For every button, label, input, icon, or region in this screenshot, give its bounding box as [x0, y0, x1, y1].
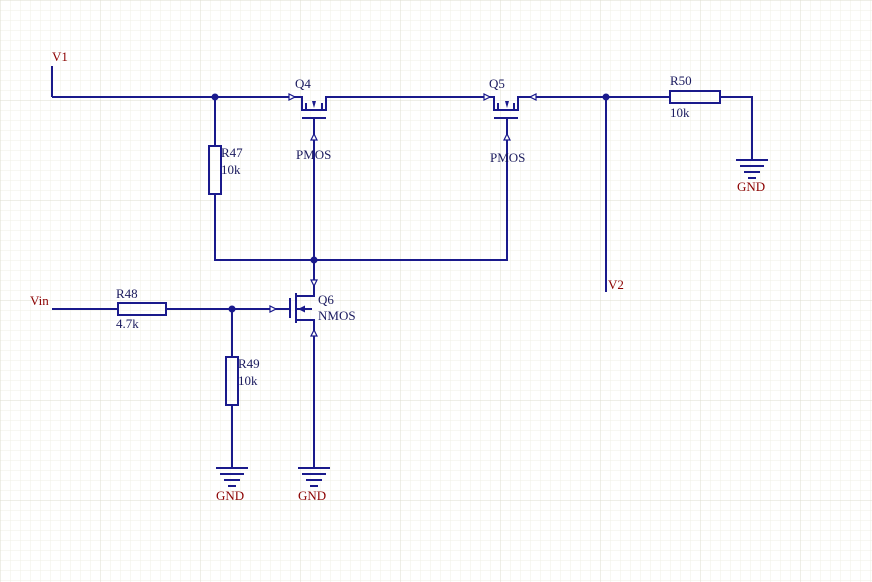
ground-icon: [298, 467, 330, 487]
q4-source-arrow-icon: [288, 93, 297, 101]
junction-v2: [602, 93, 610, 101]
ground-r49: GND: [216, 467, 248, 503]
ground-r50: GND: [736, 159, 768, 194]
resistor-r50: R50 10k: [669, 73, 721, 120]
net-label-v2: V2: [608, 277, 624, 292]
r48-ref: R48: [116, 286, 138, 301]
q5-source-arrow-icon: [528, 93, 537, 101]
wires: [51, 66, 753, 468]
junction-r48-r49: [228, 305, 236, 313]
r50-ref: R50: [670, 73, 692, 88]
q5-ref: Q5: [489, 76, 505, 91]
gnd-label-r50: GND: [737, 179, 765, 194]
q6-drain-arrow-icon: [310, 279, 318, 288]
q6-ref: Q6: [318, 292, 334, 307]
r49-value: 10k: [238, 373, 258, 388]
gnd-label-r49: GND: [216, 488, 244, 503]
r48-value: 4.7k: [116, 316, 139, 331]
net-label-vin: Vin: [30, 293, 49, 308]
r49-ref: R49: [238, 356, 260, 371]
q5-type: PMOS: [490, 150, 525, 165]
resistor-r48: R48 4.7k: [116, 286, 167, 331]
q5-drain-arrow-icon: [483, 93, 492, 101]
r47-value: 10k: [221, 162, 241, 177]
wire-r50-gnd: [720, 96, 753, 160]
gnd-label-q6: GND: [298, 488, 326, 503]
transistor-q6: Q6 NMOS: [269, 279, 356, 337]
transistor-q5: Q5 PMOS: [483, 76, 537, 165]
transistor-q4: Q4 PMOS: [288, 76, 331, 162]
r50-value: 10k: [670, 105, 690, 120]
q6-source-arrow-icon: [310, 328, 318, 337]
q5-gate-arrow-icon: [503, 132, 511, 141]
q4-type: PMOS: [296, 147, 331, 162]
net-label-v1: V1: [52, 49, 68, 64]
r47-ref: R47: [221, 145, 243, 160]
junction-r47-top: [211, 93, 219, 101]
ground-icon: [736, 159, 768, 179]
ground-q6: GND: [298, 467, 330, 503]
junctions: [211, 93, 610, 313]
junction-gate-bus: [310, 256, 318, 264]
q4-ref: Q4: [295, 76, 311, 91]
resistor-r47: R47 10k: [208, 145, 243, 195]
q6-gate-arrow-icon: [269, 305, 278, 313]
resistor-r49: R49 10k: [225, 356, 260, 406]
ground-icon: [216, 467, 248, 487]
wire-r47-bottom: [214, 128, 508, 261]
q6-type: NMOS: [318, 308, 356, 323]
q4-gate-arrow-icon: [310, 132, 318, 141]
